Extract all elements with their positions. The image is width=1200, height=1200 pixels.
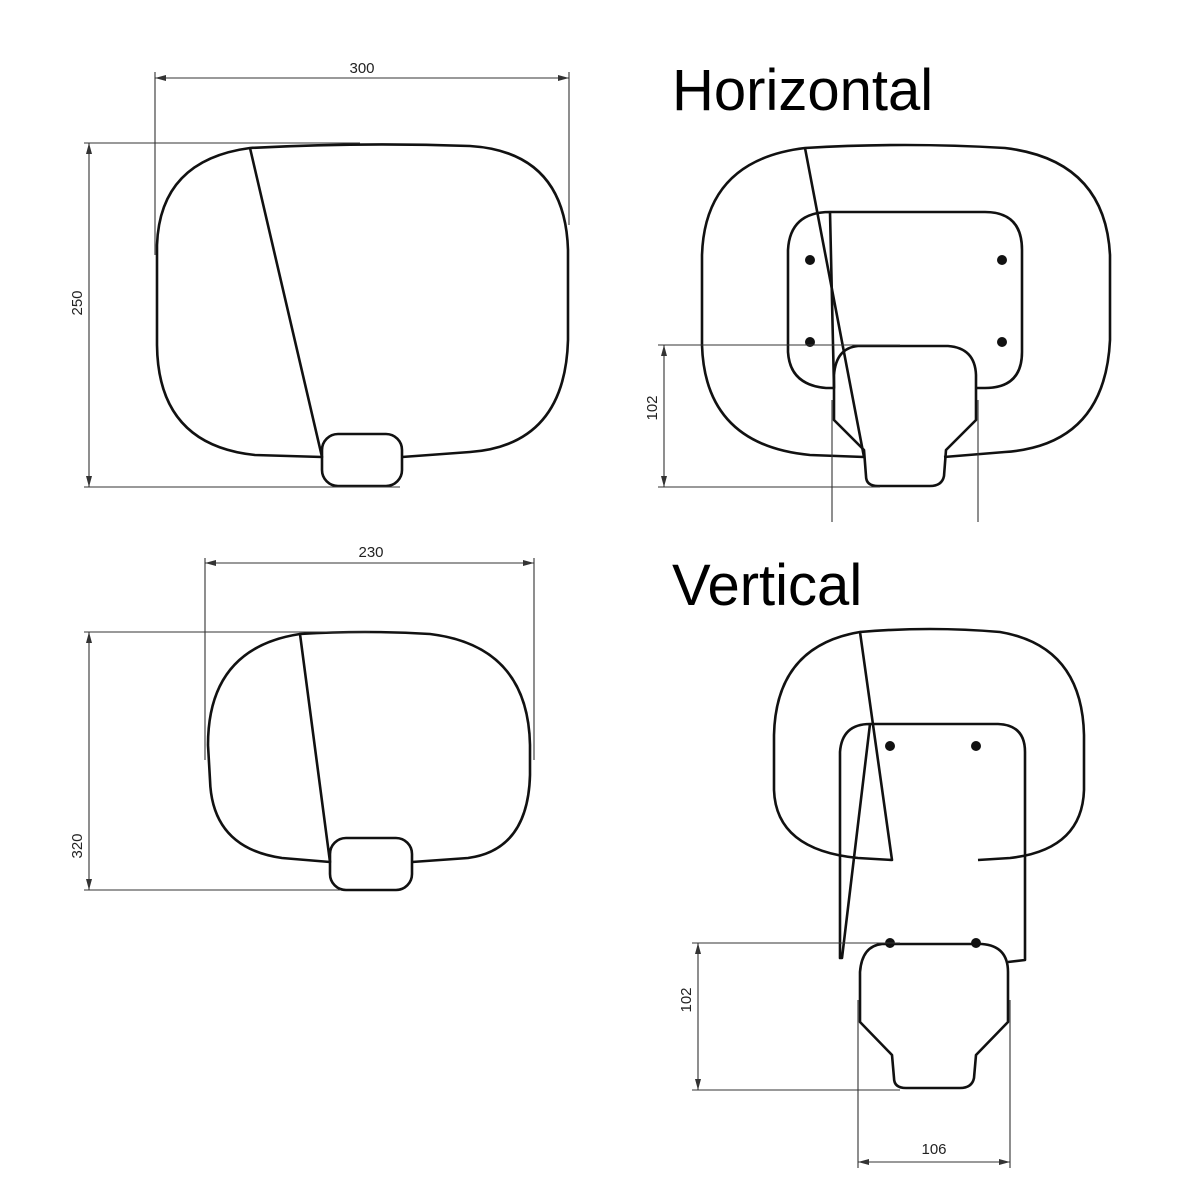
vertical-width-label: 230 <box>358 544 383 561</box>
vertical-bracket-width-label: 106 <box>921 1141 946 1158</box>
horizontal-screw-top-left <box>805 255 815 265</box>
horizontal-rear-view: 102 <box>644 143 1112 522</box>
vertical-width-arrow-right <box>523 560 534 566</box>
horizontal-height-label: 250 <box>69 290 86 315</box>
horizontal-width-label: 300 <box>349 60 374 77</box>
horizontal-screw-top-right <box>997 255 1007 265</box>
horizontal-seat-handle <box>320 432 404 488</box>
vertical-bracket-width-arrow-left <box>858 1159 869 1165</box>
horizontal-front-view: 300 250 <box>69 60 570 488</box>
horizontal-mounting-plate <box>786 210 1024 390</box>
vertical-bracket-height-label: 102 <box>678 987 695 1012</box>
vertical-seat-shape <box>206 630 532 864</box>
horizontal-height-arrow-bottom <box>86 476 92 487</box>
vertical-front-view: 230 320 <box>69 544 535 892</box>
horizontal-bracket-arrow-top <box>661 345 667 356</box>
horizontal-seat-outline <box>155 143 570 459</box>
horizontal-bracket-arrow-bottom <box>661 476 667 487</box>
vertical-screw-top-left <box>885 741 895 751</box>
horizontal-height-arrow-top <box>86 143 92 154</box>
horizontal-bracket <box>832 344 978 488</box>
vertical-height-arrow-top <box>86 632 92 643</box>
vertical-rear-seat-outline <box>772 627 1086 862</box>
vertical-bracket-arrow-top <box>695 943 701 954</box>
vertical-screw-top-right <box>971 741 981 751</box>
vertical-height-label: 320 <box>69 833 86 858</box>
horizontal-rear-seat-outline <box>700 143 1112 459</box>
horizontal-width-arrow-right <box>558 75 569 81</box>
vertical-title: Vertical <box>672 553 862 618</box>
vertical-rear-view: 102 106 <box>678 627 1086 1168</box>
vertical-bracket-width-arrow-right <box>999 1159 1010 1165</box>
horizontal-screw-bottom-right <box>997 337 1007 347</box>
horizontal-bracket-height-label: 102 <box>644 395 661 420</box>
vertical-bracket-arrow-bottom <box>695 1079 701 1090</box>
vertical-bracket <box>858 942 1010 1090</box>
horizontal-width-arrow-left <box>155 75 166 81</box>
horizontal-title: Horizontal <box>672 58 933 123</box>
vertical-mounting-plate <box>838 722 1027 964</box>
vertical-width-arrow-left <box>205 560 216 566</box>
vertical-height-arrow-bottom <box>86 879 92 890</box>
vertical-seat-handle <box>328 836 414 892</box>
